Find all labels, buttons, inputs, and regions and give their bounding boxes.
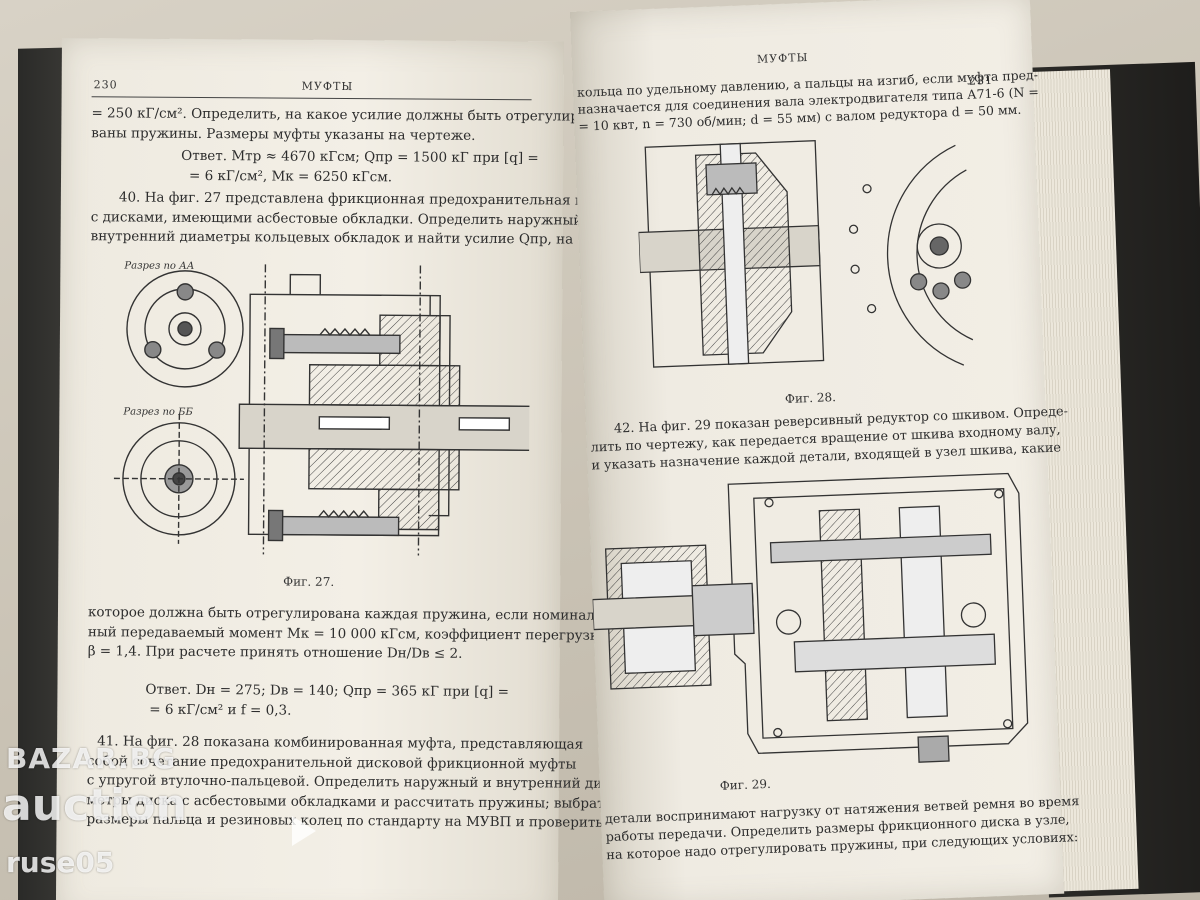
watermark-logo: auction	[2, 780, 187, 831]
text-line: = 6 кГ/см², Mк = 6250 кГсм.	[188, 167, 393, 185]
text-line: Ответ. Mтр ≈ 4670 кГсм; Qпр = 1500 кГ пр…	[181, 147, 539, 167]
figure-28-drawing	[637, 140, 974, 368]
left-page: 230 МУФТЫ = 250 кГ/см². Определить, на к…	[55, 38, 620, 900]
text-line: = 250 кГ/см². Определить, на какое усили…	[91, 105, 592, 125]
text-line: Ответ. Dн = 275; Dв = 140; Qпр = 365 кГ …	[145, 681, 509, 701]
figure-28-caption: Фиг. 28.	[784, 390, 837, 407]
answer-2: Ответ. Dн = 275; Dв = 140; Qпр = 365 кГ …	[145, 681, 509, 723]
figure-27-drawing	[113, 264, 531, 556]
watermark-top: BAZAR.BG	[6, 742, 177, 775]
text-line: которое должна быть отрегулирована кажда…	[87, 604, 607, 624]
running-head-left: МУФТЫ	[301, 79, 354, 94]
text-line: ваны пружины. Размеры муфты указаны на ч…	[91, 124, 476, 144]
text-line: = 6 кГ/см² и f = 0,3.	[149, 701, 292, 719]
figure-27-caption: Фиг. 27.	[283, 574, 335, 589]
page-number-left: 230	[93, 78, 118, 92]
answer-1: Ответ. Mтр ≈ 4670 кГсм; Qпр = 1500 кГ пр…	[181, 147, 539, 188]
text-line: β = 1,4. При расчете принять отношение D…	[87, 643, 463, 662]
right-bottom-paragraph: детали воспринимают нагрузку от натяжени…	[605, 794, 1080, 865]
right-top-paragraph: кольца по удельному давлению, а пальцы н…	[577, 67, 1039, 135]
text-line: внутренний диаметры кольцевых обкладок и…	[90, 228, 574, 248]
play-triangle-icon	[292, 816, 316, 846]
figure-29-drawing	[591, 472, 1029, 763]
running-head-right: МУФТЫ	[756, 50, 809, 66]
right-page: МУФТЫ 231 кольца по удельному давлению, …	[570, 0, 1080, 900]
watermark-seller: ruse05	[6, 846, 115, 879]
text-line: 40. На фиг. 27 представлена фрикционная …	[118, 189, 620, 209]
figure-29-caption: Фиг. 29.	[719, 776, 772, 793]
problem-40: 40. На фиг. 27 представлена фрикционная …	[90, 188, 620, 250]
intro-paragraph: = 250 кГ/см². Определить, на какое усили…	[91, 104, 592, 146]
header-rule-left	[91, 96, 532, 101]
after-figure-paragraph: которое должна быть отрегулирована кажда…	[87, 603, 608, 665]
